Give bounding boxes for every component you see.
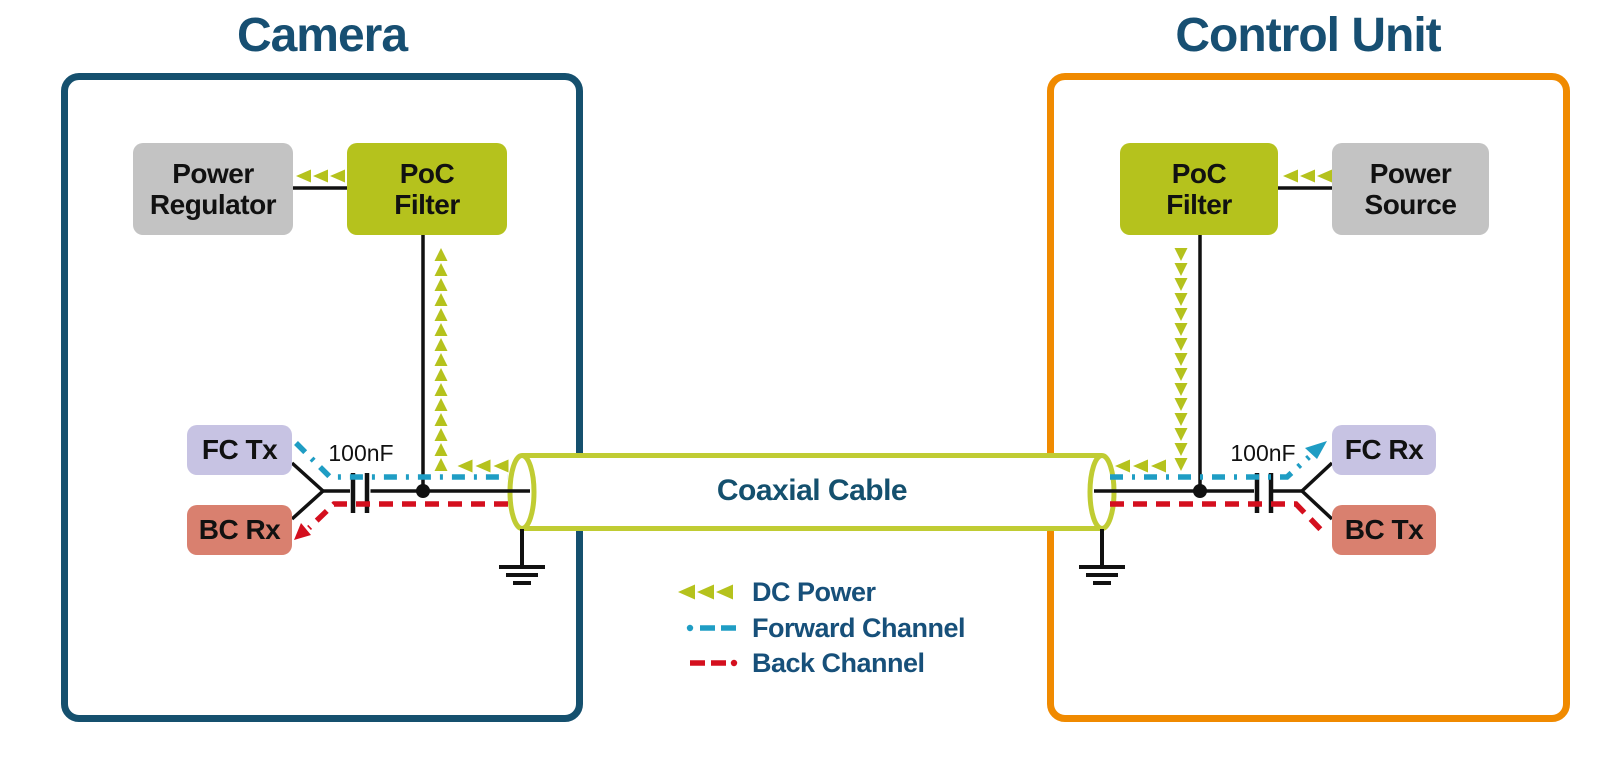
legend-back-channel-icon	[690, 659, 738, 667]
bc-rx-block: BC Rx	[187, 505, 292, 555]
power-source-block: Power Source	[1332, 143, 1489, 235]
capacitor-label-control: 100nF	[1230, 440, 1296, 466]
capacitor-label-camera: 100nF	[328, 440, 394, 466]
bc-tx-block: BC Tx	[1332, 505, 1436, 555]
coax-cable-label: Coaxial Cable	[716, 474, 908, 507]
legend-label-dc-power: DC Power	[752, 577, 876, 607]
poc-filter-block-camera: PoC Filter	[347, 143, 507, 235]
legend-dc-power-icon	[678, 584, 733, 600]
camera-unit-box	[61, 73, 583, 722]
legend-label-forward-channel: Forward Channel	[752, 613, 966, 643]
legend-label-back-channel: Back Channel	[752, 648, 925, 678]
control-unit-box	[1047, 73, 1570, 722]
power-regulator-block: Power Regulator	[133, 143, 293, 235]
legend-forward-channel-icon	[686, 624, 736, 632]
poc-filter-block-control: PoC Filter	[1120, 143, 1278, 235]
fc-tx-block: FC Tx	[187, 425, 292, 475]
control-unit-title: Control Unit	[1175, 9, 1441, 62]
camera-title: Camera	[236, 9, 408, 62]
fc-rx-block: FC Rx	[1332, 425, 1436, 475]
